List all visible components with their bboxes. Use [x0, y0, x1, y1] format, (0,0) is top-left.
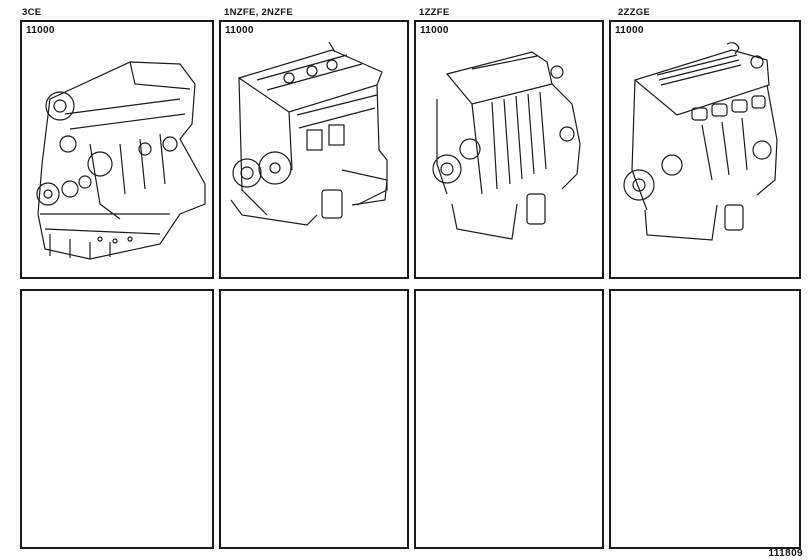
engine-label-2zzge: 2ZZGE	[618, 7, 651, 18]
engine-illustration-icon	[230, 41, 388, 226]
panel-1zzfe[interactable]: 11000	[414, 20, 604, 279]
part-number[interactable]: 11000	[26, 25, 55, 36]
empty-panel-4	[609, 289, 801, 549]
engine-label-1nzfe-2nzfe: 1NZFE, 2NZFE	[224, 7, 294, 18]
part-number[interactable]: 11000	[225, 25, 254, 36]
panel-1nzfe-2nzfe[interactable]: 11000	[219, 20, 409, 279]
panel-2zzge[interactable]: 11000	[609, 20, 801, 279]
part-number[interactable]: 11000	[615, 25, 644, 36]
engine-illustration-icon	[623, 42, 778, 241]
empty-panel-1	[20, 289, 214, 549]
reference-code: 111809	[768, 548, 803, 559]
engine-illustration-icon	[36, 61, 206, 260]
panel-3ce[interactable]: 11000	[20, 20, 214, 279]
engine-label-3ce: 3CE	[22, 7, 42, 18]
part-number[interactable]: 11000	[420, 25, 449, 36]
empty-panel-3	[414, 289, 604, 549]
engine-illustration-icon	[432, 51, 581, 240]
empty-panel-2	[219, 289, 409, 549]
engine-label-1zzfe: 1ZZFE	[419, 7, 450, 18]
